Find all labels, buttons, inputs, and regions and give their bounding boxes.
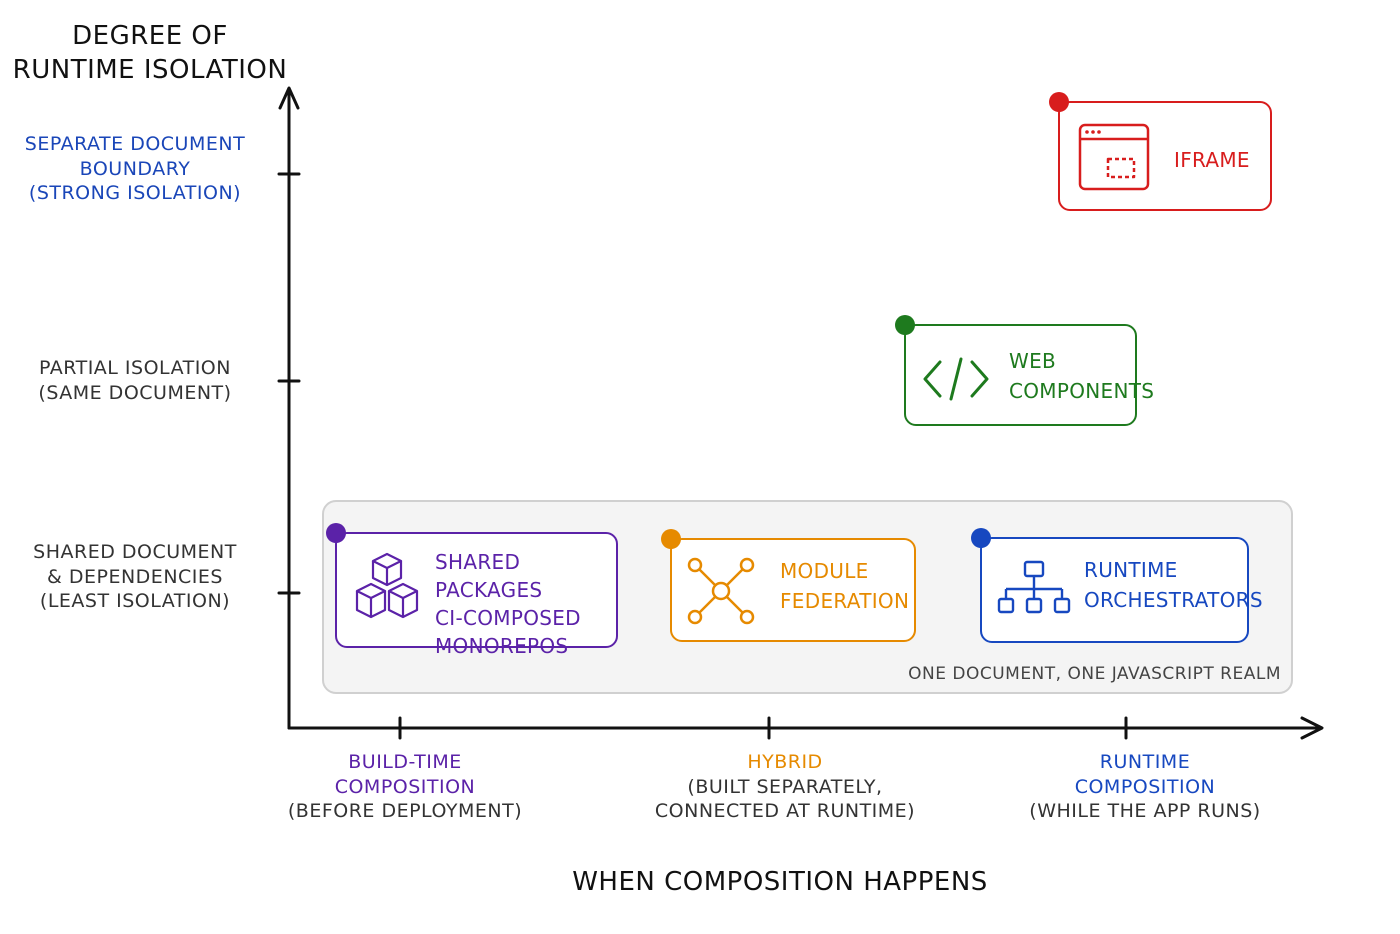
- web-components-card: Web Components: [895, 315, 1154, 426]
- x-label-runtime-note: (While the App Runs): [1029, 800, 1261, 823]
- y-level-partial: Partial Isolation (Same Document): [20, 356, 250, 405]
- shared-packages-label-line1: Shared Packages: [435, 550, 543, 602]
- web-components-label-line2: Components: [1009, 379, 1155, 403]
- y-level-shared-line1: Shared Document: [33, 541, 237, 563]
- module-federation-dot: [661, 529, 681, 549]
- y-level-strong-line2: Boundary: [79, 157, 191, 180]
- x-label-hybrid-note2: Connected at Runtime): [654, 800, 916, 823]
- x-axis-title: When Composition Happens: [572, 867, 988, 897]
- y-axis-arrow: [278, 86, 300, 110]
- module-federation-label-line2: Federation: [780, 589, 910, 613]
- y-level-partial-line2: (Same Document): [38, 381, 232, 404]
- runtime-orchestrators-card: Runtime Orchestrators: [971, 528, 1263, 643]
- web-components-label-line1: Web: [1009, 349, 1057, 373]
- web-components-label: Web Components: [1009, 346, 1154, 406]
- runtime-orchestrators-label-line2: Orchestrators: [1084, 588, 1263, 612]
- iframe-dot: [1049, 92, 1069, 112]
- y-level-strong-line1: Separate Document: [24, 133, 246, 155]
- module-federation-label: Module Federation: [780, 556, 909, 616]
- x-label-hybrid-note1: (Built Separately,: [687, 775, 883, 798]
- x-label-runtime-title1: Runtime: [1099, 751, 1191, 773]
- module-federation-label-line1: Module: [780, 559, 869, 583]
- runtime-orchestrators-dot: [971, 528, 991, 548]
- group-caption: One Document, One JavaScript Realm: [908, 664, 1281, 684]
- network-nodes-icon: [687, 557, 755, 625]
- module-federation-card: Module Federation: [661, 529, 916, 642]
- x-label-hybrid-title: Hybrid: [747, 751, 823, 773]
- y-axis-title-line2: Runtime Isolation: [12, 54, 288, 85]
- browser-window-icon: [1078, 123, 1150, 191]
- hierarchy-tree-icon: [997, 560, 1071, 614]
- x-label-runtime: Runtime Composition (While the App Runs): [1025, 750, 1265, 824]
- x-label-hybrid: Hybrid (Built Separately, Connected at R…: [645, 750, 925, 824]
- iframe-card: iFrame: [1049, 92, 1272, 211]
- y-axis-title-line1: Degree of: [72, 21, 228, 51]
- y-level-shared-line3: (Least Isolation): [39, 590, 231, 613]
- x-label-build-time-title2: Composition: [334, 775, 476, 798]
- x-axis-arrow: [1300, 716, 1324, 740]
- shared-packages-label-line3: Monorepos: [435, 634, 569, 658]
- y-level-strong: Separate Document Boundary (Strong Isola…: [20, 132, 250, 206]
- x-label-build-time-note: (Before Deployment): [287, 800, 523, 823]
- y-level-partial-line1: Partial Isolation: [39, 357, 231, 379]
- x-label-runtime-title2: Composition: [1074, 775, 1216, 798]
- web-components-dot: [895, 315, 915, 335]
- x-label-build-time-title1: Build-Time: [348, 751, 462, 773]
- iframe-label: iFrame: [1174, 148, 1250, 172]
- code-brackets-icon: [923, 357, 989, 401]
- shared-packages-dot: [326, 523, 346, 543]
- shared-packages-label: Shared Packages CI-Composed Monorepos: [435, 548, 616, 660]
- stacked-cubes-icon: [355, 552, 419, 619]
- shared-packages-card: Shared Packages CI-Composed Monorepos: [326, 523, 618, 658]
- runtime-orchestrators-label: Runtime Orchestrators: [1084, 555, 1263, 615]
- shared-packages-label-line2: CI-Composed: [435, 606, 581, 630]
- x-label-build-time: Build-Time Composition (Before Deploymen…: [285, 750, 525, 824]
- y-level-strong-line3: (Strong Isolation): [28, 182, 242, 205]
- y-level-shared: Shared Document & Dependencies (Least Is…: [20, 540, 250, 614]
- y-axis-title: Degree of Runtime Isolation: [10, 20, 290, 88]
- y-level-shared-line2: & Dependencies: [47, 565, 223, 588]
- runtime-orchestrators-label-line1: Runtime: [1084, 558, 1178, 582]
